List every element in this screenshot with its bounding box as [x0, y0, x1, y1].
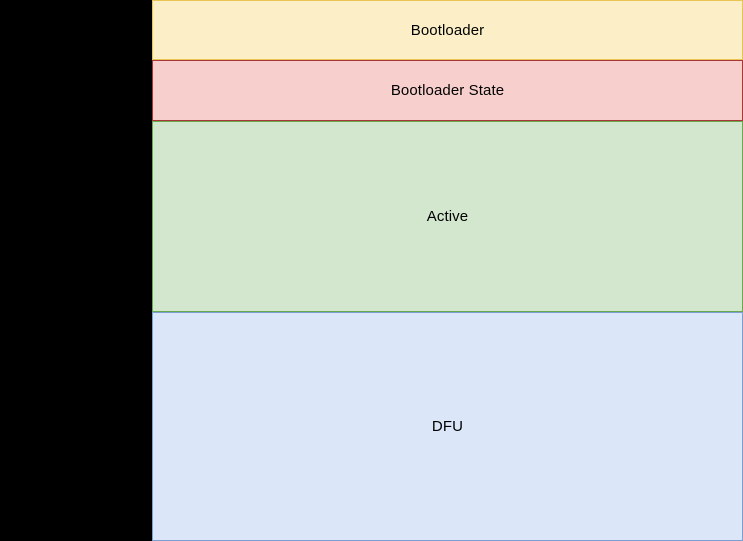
state-band-bootloader-state[interactable]: Bootloader State	[152, 60, 743, 121]
state-band-active[interactable]: Active	[152, 121, 743, 312]
state-band-bootloader[interactable]: Bootloader	[152, 0, 743, 60]
state-band-dfu[interactable]: DFU	[152, 312, 743, 541]
state-band-active-label: Active	[426, 208, 469, 225]
state-band-dfu-label: DFU	[431, 418, 464, 435]
state-band-bootloader-label: Bootloader	[410, 21, 485, 39]
left-black-gutter	[0, 0, 152, 541]
state-band-stack: Bootloader Bootloader State Active DFU	[152, 0, 743, 541]
state-band-bootloader-state-label: Bootloader State	[390, 82, 505, 99]
